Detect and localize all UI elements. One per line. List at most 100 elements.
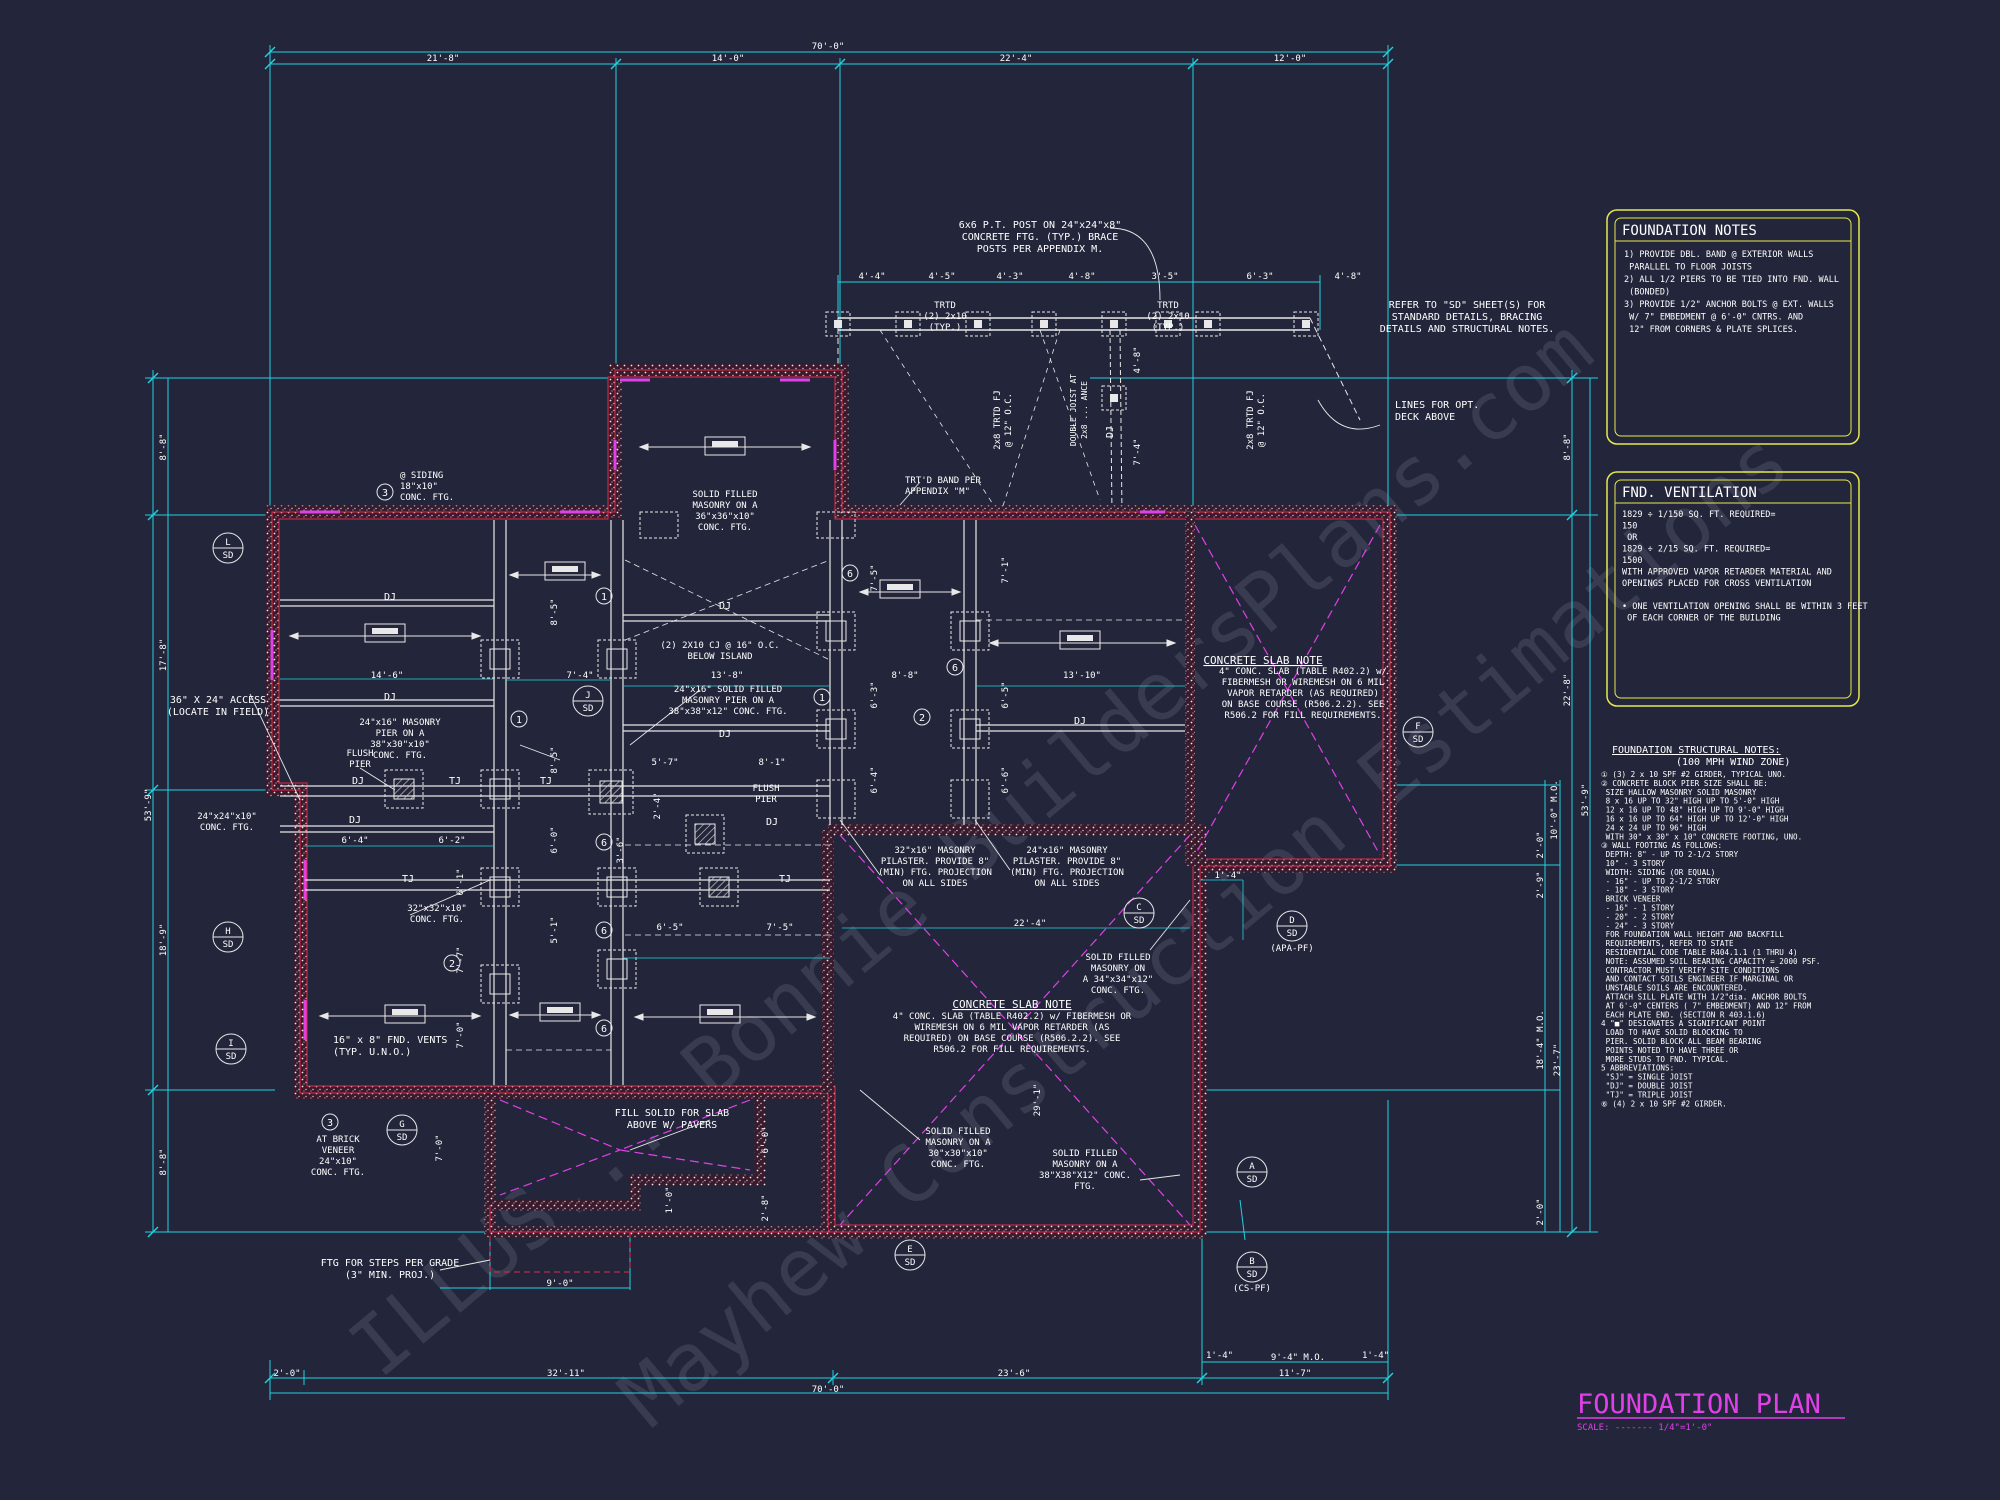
- dim-right-2: 22'-8": [1563, 674, 1573, 707]
- interior-dims: 14'-6" 13'-8" 8'-8" 13'-10" 6'-4" 6'-2" …: [341, 346, 1241, 1221]
- dim-int-32: 3'-6": [616, 836, 626, 863]
- foundation-notes-panel: FOUNDATION NOTES 1) PROVIDE DBL. BAND @ …: [1606, 209, 1860, 445]
- foundation-notes-lines: 1) PROVIDE DBL. BAND @ EXTERIOR WALLS PA…: [1624, 250, 1839, 335]
- callout-ftg-24: 24"x24"x10"CONC. FTG.: [197, 812, 257, 833]
- callout-cs-pf: (CS-PF): [1233, 1284, 1271, 1294]
- dim-bottom-seg-3: 23'-6": [998, 1369, 1031, 1379]
- label-dj-5: DJ: [1074, 716, 1086, 727]
- dim-int-4: 13'-10": [1063, 671, 1101, 681]
- section-tag-text: H: [225, 927, 230, 937]
- section-tag-text: SD: [1287, 929, 1298, 939]
- dim-top-seg-4: 12'-0": [1274, 54, 1307, 64]
- dim-top-seg-1: 21'-8": [427, 54, 460, 64]
- dim-int-26: 6'-0": [761, 1126, 771, 1153]
- leader-lines: [249, 227, 1381, 1271]
- left-dimensions: 8'-8" 17'-8" 18'-9" 8'-8" 53'-9": [144, 433, 169, 1175]
- dim-int-20: 6'-6": [1001, 766, 1011, 793]
- dashed-framing: [506, 559, 1185, 1051]
- section-tag-text: L: [225, 538, 230, 548]
- dim-right-small: 23'-7": [1553, 1044, 1563, 1077]
- dim-right-1: 8'-8": [1563, 433, 1573, 460]
- callout-slab-note-center: 4" CONC. SLAB (TABLE R402.2) w/ FIBERMES…: [893, 1012, 1132, 1055]
- dim-deck-6: 6'-3": [1246, 272, 1273, 282]
- callout-slab-note-right: 4" CONC. SLAB (TABLE R402.2) w/FIBERMESH…: [1219, 667, 1387, 721]
- keynote-1a: 1: [601, 592, 607, 603]
- dim-bottom-small-2: 9'-4" M.O.: [1271, 1353, 1325, 1363]
- label-tj-3: TJ: [402, 874, 414, 885]
- label-dj-1: DJ: [384, 592, 396, 603]
- section-tag-j: JSD: [572, 685, 604, 717]
- section-tag-b: BSD: [1236, 1251, 1268, 1283]
- dim-left-2: 17'-8": [159, 639, 169, 672]
- section-tag-l: LSD: [212, 532, 244, 564]
- section-tag-text: SD: [1134, 916, 1145, 926]
- dimension-ticks: [147, 46, 1578, 1384]
- dim-right-3: 10'-0" M.O.: [1550, 780, 1560, 840]
- dim-int-13: 7'-4": [566, 671, 593, 681]
- keynote-3a: 3: [382, 488, 388, 499]
- callout-trtd-left: TRTD(2) 2x10(TYP.): [923, 301, 966, 333]
- dim-int-34: 6'-1": [456, 868, 466, 895]
- section-tag-text: E: [907, 1245, 912, 1255]
- dim-deck-5: 3'-5": [1151, 272, 1178, 282]
- dim-bottom-small-1: 1'-4": [1206, 1351, 1233, 1361]
- dim-int-30: 4'-8": [1133, 346, 1143, 373]
- section-tag-i: ISD: [215, 1033, 247, 1065]
- dim-int-22: 6'-4": [870, 766, 880, 793]
- section-tag-text: SD: [223, 940, 234, 950]
- dim-bottom-seg-1: 2'-0": [273, 1369, 300, 1379]
- keynote-6a: 6: [847, 569, 853, 580]
- plan-title: FOUNDATION PLAN: [1577, 1389, 1821, 1420]
- dim-int-28: 1'-0": [665, 1186, 675, 1213]
- dim-left-1: 8'-8": [159, 433, 169, 460]
- dim-overall-top: 70'-0": [812, 42, 845, 52]
- deck-dimensions: 4'-4" 4'-5" 4'-3" 4'-8" 3'-5" 6'-3" 4'-8…: [858, 272, 1361, 282]
- section-tag-text: SD: [583, 704, 594, 714]
- dim-int-12: 1'-4": [1214, 871, 1241, 881]
- foundation-notes-title: FOUNDATION NOTES: [1622, 223, 1757, 239]
- dim-int-15: 6'-0": [550, 826, 560, 853]
- dimension-lines: [145, 45, 1598, 1400]
- section-tag-text: C: [1136, 903, 1141, 913]
- right-dimensions: 8'-8" 22'-8" 10'-0" M.O. 2'-0" 2'-9" 18'…: [1536, 433, 1591, 1225]
- dim-bottom-small-3: 1'-4": [1362, 1351, 1389, 1361]
- keynote-3b: 3: [327, 1118, 333, 1129]
- keynote-circles: [321, 483, 964, 1131]
- keynote-6c: 6: [601, 926, 607, 937]
- section-tag-text: SD: [1247, 1270, 1258, 1280]
- dim-deck-2: 4'-5": [928, 272, 955, 282]
- dim-int-25: 29'-1": [1033, 1084, 1043, 1117]
- dim-int-11: 22'-4": [1014, 919, 1047, 929]
- keynote-6e: 6: [601, 838, 607, 849]
- dim-int-35: 7'-7": [456, 946, 466, 973]
- section-tag-g: GSD: [386, 1114, 418, 1146]
- dim-right-7: 2'-0": [1536, 1198, 1546, 1225]
- dim-int-23: 5'-1": [550, 916, 560, 943]
- label-dj-6: DJ: [352, 776, 364, 787]
- section-tag-text: A: [1249, 1162, 1255, 1172]
- callout-ftg-32: 32"x32"x10"CONC. FTG.: [407, 904, 467, 925]
- joist-symbols: [364, 436, 1101, 1024]
- section-tag-text: I: [228, 1039, 233, 1049]
- structural-notes-title: FOUNDATION STRUCTURAL NOTES:: [1612, 745, 1781, 756]
- deck-framing: [825, 311, 1361, 516]
- structural-notes: FOUNDATION STRUCTURAL NOTES: (100 MPH WI…: [1601, 745, 1820, 1108]
- dim-overall-bottom: 70'-0": [812, 1385, 845, 1395]
- section-tag-a: A SD: [1236, 1156, 1268, 1188]
- dim-int-1: 14'-6": [371, 671, 404, 681]
- section-tag-text: SD: [1247, 1175, 1258, 1185]
- dim-int-17: 7'-5": [870, 564, 880, 591]
- callout-access: 36" X 24" ACCESS(LOCATE IN FIELD): [167, 695, 269, 718]
- section-tag-e: ESD: [894, 1239, 926, 1271]
